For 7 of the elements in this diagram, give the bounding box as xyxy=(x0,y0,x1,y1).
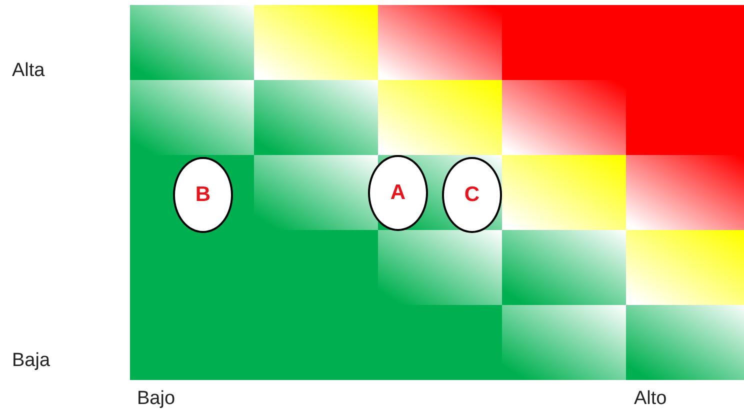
marker-letter: C xyxy=(464,183,480,207)
column-axis-label: Alto xyxy=(634,388,667,410)
row-axis-label: Alta xyxy=(12,60,45,82)
column-axis-label: Bajo xyxy=(137,388,176,410)
row-axis-label: Baja xyxy=(12,350,50,372)
marker-letter: B xyxy=(195,183,211,207)
marker-letter: A xyxy=(390,181,406,205)
